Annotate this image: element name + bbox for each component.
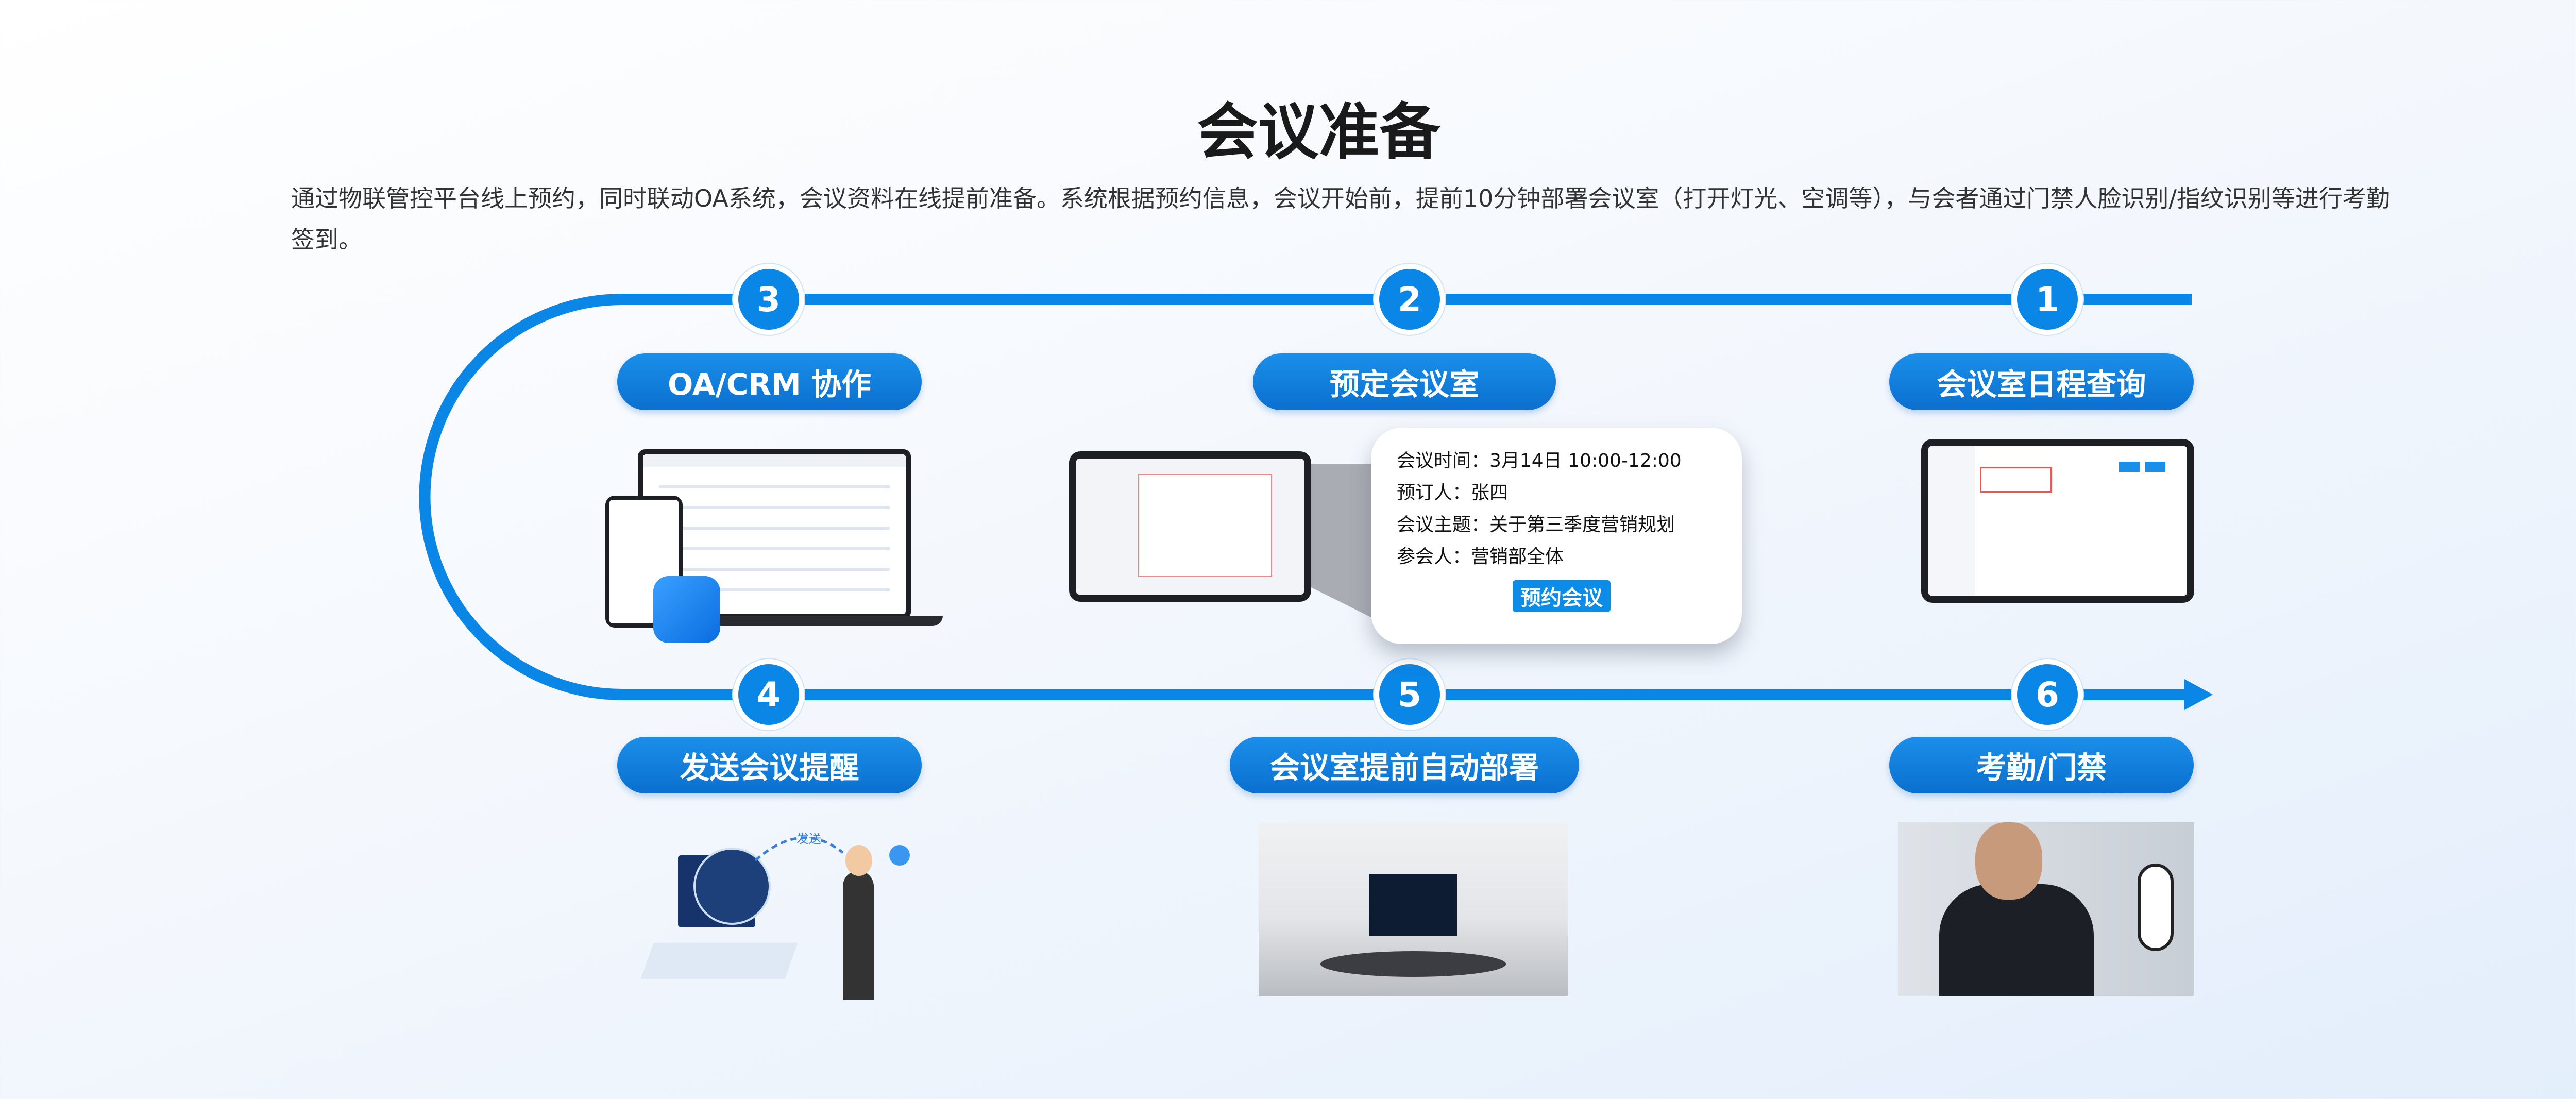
step-label-1: 会议室日程查询: [1889, 353, 2194, 410]
send-label: 发送: [796, 832, 821, 846]
step-label-2: 预定会议室: [1253, 353, 1556, 410]
meeting-room-photo: [1259, 822, 1568, 996]
step-label-4: 发送会议提醒: [617, 737, 922, 793]
step-number-3: 3: [733, 264, 804, 335]
schedule-tablet-screenshot: [1921, 439, 2194, 603]
booking-tablet-screenshot: [1069, 451, 1311, 602]
step-number-1: 1: [2012, 264, 2083, 335]
step-number-2: 2: [1374, 264, 1445, 335]
meeting-topic: 会议主题：关于第三季度营销规划: [1397, 514, 1675, 535]
booking-card: 会议时间：3月14日 10:00-12:00 预订人：张四 会议主题：关于第三季…: [1371, 428, 1742, 644]
step-label-3: OA/CRM 协作: [617, 353, 922, 410]
page-title: 会议准备: [1197, 96, 1440, 167]
access-control-photo: [1898, 822, 2194, 996]
meeting-booker: 预订人：张四: [1397, 482, 1509, 503]
reminder-illustration: 发送: [640, 824, 915, 1000]
dingtalk-app-icon: [653, 576, 720, 643]
step-number-4: 4: [733, 659, 804, 730]
step-label-5: 会议室提前自动部署: [1230, 737, 1579, 793]
step-number-5: 5: [1374, 659, 1445, 730]
meeting-attendees: 参会人：营销部全体: [1397, 546, 1564, 567]
meeting-time: 会议时间：3月14日 10:00-12:00: [1397, 450, 1682, 471]
description: 通过物联管控平台线上预约，同时联动OA系统，会议资料在线提前准备。系统根据预约信…: [291, 184, 2390, 253]
callout-connector: [1311, 464, 1373, 618]
book-meeting-button[interactable]: 预约会议: [1513, 580, 1611, 612]
step-label-6: 考勤/门禁: [1889, 737, 2194, 793]
businessman-figure: [843, 871, 874, 1000]
step-number-6: 6: [2012, 659, 2083, 730]
arrow-head-icon: [2184, 679, 2213, 710]
